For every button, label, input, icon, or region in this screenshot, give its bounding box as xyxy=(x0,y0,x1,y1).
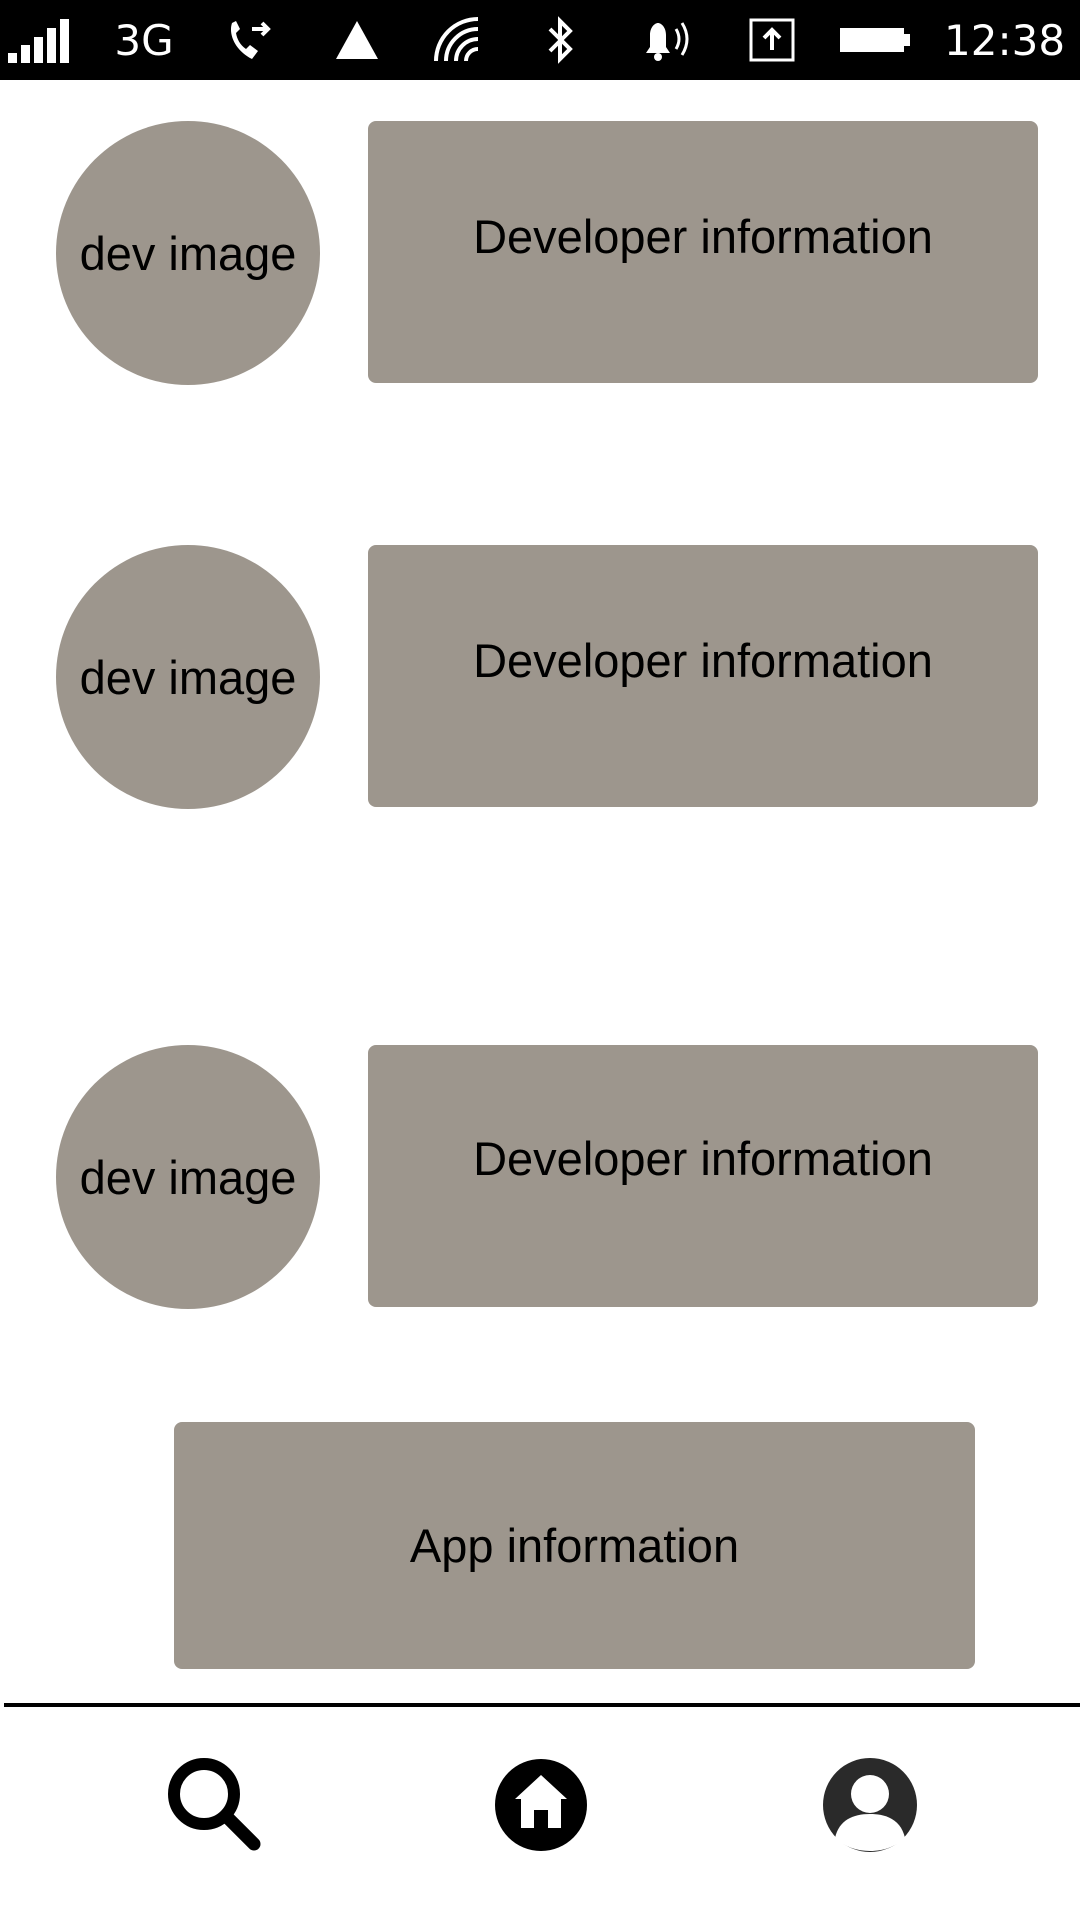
profile-icon xyxy=(823,1758,917,1852)
battery-icon xyxy=(838,0,914,80)
ringer-icon xyxy=(636,0,696,80)
bluetooth-icon xyxy=(542,0,578,80)
network-type-label: 3G xyxy=(114,15,174,65)
dev-image-label: dev image xyxy=(79,650,297,704)
signal-icon xyxy=(6,0,76,80)
profile-button[interactable] xyxy=(815,1750,925,1860)
home-icon xyxy=(495,1759,587,1851)
developer-info-label: Developer information xyxy=(473,634,933,687)
clock-time: 12:38 xyxy=(944,15,1066,65)
developer-info-card-2[interactable]: Developer information xyxy=(368,545,1038,807)
call-forwarding-icon xyxy=(222,0,278,80)
bottom-nav-divider xyxy=(4,1703,1080,1707)
developer-info-card-1[interactable]: Developer information xyxy=(368,121,1038,383)
dev-image-3[interactable]: dev image xyxy=(56,1045,320,1309)
warning-triangle-icon xyxy=(334,0,380,80)
status-bar: 3G xyxy=(0,0,1080,80)
home-button[interactable] xyxy=(486,1750,596,1860)
dev-image-1[interactable]: dev image xyxy=(56,121,320,385)
dev-image-label: dev image xyxy=(79,226,297,280)
search-icon xyxy=(168,1758,261,1851)
dev-image-2[interactable]: dev image xyxy=(56,545,320,809)
developer-info-label: Developer information xyxy=(473,210,933,263)
network-type: 3G xyxy=(112,0,176,80)
developer-info-label: Developer information xyxy=(473,1132,933,1185)
wifi-icon xyxy=(432,0,484,80)
app-info-card[interactable]: App information xyxy=(174,1422,975,1669)
upload-icon xyxy=(748,0,796,80)
developer-info-card-3[interactable]: Developer information xyxy=(368,1045,1038,1307)
dev-image-label: dev image xyxy=(79,1150,297,1204)
clock: 12:38 xyxy=(944,0,1066,80)
search-button[interactable] xyxy=(160,1750,270,1860)
app-info-label: App information xyxy=(409,1519,740,1572)
